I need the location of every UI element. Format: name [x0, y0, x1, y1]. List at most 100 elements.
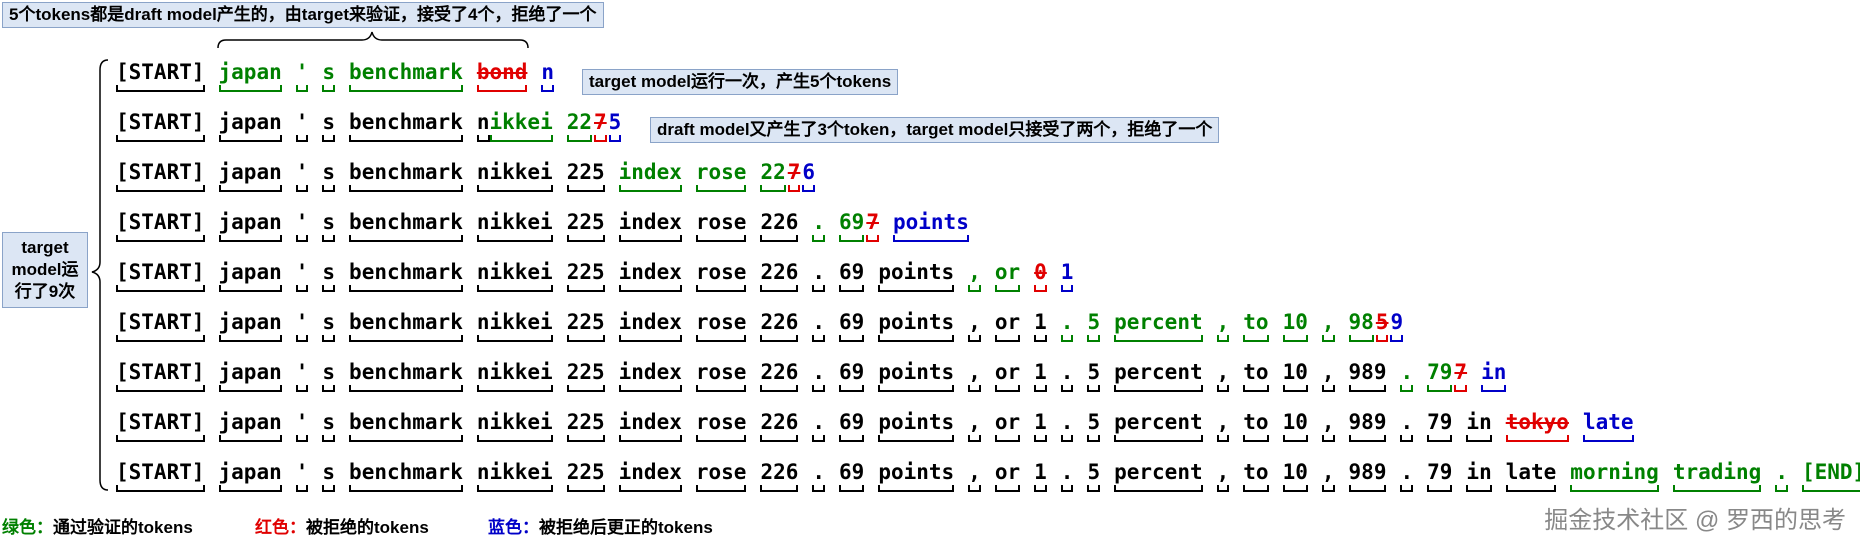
token: points — [878, 260, 954, 292]
token: 79 — [1427, 410, 1453, 442]
token: points — [892, 210, 969, 242]
token: index — [618, 210, 683, 242]
legend-red-label: 红色： — [255, 518, 306, 537]
token: bond — [476, 60, 527, 92]
token: 225 — [566, 310, 605, 342]
token: percent — [1114, 460, 1203, 492]
legend-blue-label: 蓝色： — [488, 518, 539, 537]
token: . — [1060, 310, 1073, 342]
token: 225 — [566, 460, 605, 492]
token: 1 — [1034, 310, 1047, 342]
token: ' — [295, 310, 308, 342]
token: japan — [218, 310, 282, 342]
token: 69 — [839, 460, 865, 492]
token: to — [1243, 460, 1269, 492]
token: 5 — [1087, 310, 1100, 342]
token: japan — [218, 410, 282, 442]
token: 69 — [839, 310, 865, 342]
token: n — [541, 60, 554, 92]
token: japan — [218, 60, 282, 92]
token: or — [994, 260, 1021, 292]
token: . — [812, 260, 825, 292]
token: [START] — [116, 460, 205, 492]
token: rose — [695, 260, 746, 292]
token: in — [1466, 410, 1493, 442]
token: rose — [695, 210, 746, 242]
token: 225 — [566, 160, 605, 192]
token: rose — [695, 160, 746, 192]
token: 5 — [608, 110, 621, 142]
token: or — [994, 310, 1021, 342]
token: nikkei — [476, 210, 553, 242]
token: . — [812, 360, 825, 392]
token: nikkei — [476, 310, 553, 342]
token: ' — [295, 60, 308, 92]
token: late — [1582, 410, 1634, 442]
token: 1 — [1034, 360, 1047, 392]
token: s — [322, 110, 335, 142]
row2-note: draft model又产生了3个token，target model只接受了两… — [650, 117, 1220, 143]
token: benchmark — [349, 460, 463, 492]
token: 69 — [839, 210, 865, 242]
token: 5 — [1087, 410, 1100, 442]
token: , — [1216, 460, 1229, 492]
token: 5 — [1375, 310, 1388, 342]
token: index — [618, 160, 683, 192]
token: benchmark — [349, 410, 463, 442]
token: to — [1243, 360, 1269, 392]
legend-green-label: 绿色： — [2, 518, 53, 537]
token: s — [322, 260, 335, 292]
token: [START] — [116, 160, 205, 192]
token: [START] — [116, 310, 205, 342]
token: , — [1321, 410, 1335, 442]
token: to — [1243, 310, 1269, 342]
token: , — [1216, 310, 1229, 342]
token: benchmark — [349, 210, 463, 242]
token: . — [1400, 360, 1413, 392]
token: benchmark — [349, 310, 463, 342]
side-note: target model运行了9次 — [2, 232, 88, 308]
token: benchmark — [349, 260, 463, 292]
token: index — [618, 460, 683, 492]
token: japan — [218, 260, 282, 292]
token: 98 — [1348, 310, 1375, 342]
token: 69 — [839, 260, 865, 292]
token: [START] — [116, 410, 205, 442]
token: benchmark — [349, 160, 463, 192]
token: ikkei — [489, 110, 553, 142]
token: [END] — [1801, 460, 1860, 492]
token: rose — [695, 360, 746, 392]
token: 79 — [1427, 360, 1453, 392]
token: ' — [295, 110, 308, 142]
token: benchmark — [349, 360, 463, 392]
token: to — [1243, 410, 1269, 442]
token: 226 — [760, 210, 798, 242]
token: . — [1060, 360, 1073, 392]
token: . — [1060, 410, 1073, 442]
token: s — [322, 310, 335, 342]
token: 6 — [802, 160, 815, 192]
token: 989 — [1348, 410, 1386, 442]
token: nikkei — [476, 160, 553, 192]
token: , — [968, 460, 981, 492]
token: 226 — [760, 310, 798, 342]
token: , — [1321, 360, 1335, 392]
token: 22 — [566, 110, 593, 142]
token: 226 — [760, 460, 798, 492]
token: . — [812, 210, 825, 242]
token: trading — [1672, 460, 1761, 492]
token: index — [618, 410, 683, 442]
token: 1 — [1034, 410, 1047, 442]
token: points — [878, 310, 954, 342]
top-note: 5个tokens都是draft model产生的，由target来验证，接受了4… — [2, 2, 604, 28]
legend-green: 绿色：通过验证的tokens — [2, 513, 193, 538]
token: ' — [295, 360, 308, 392]
token: percent — [1114, 410, 1203, 442]
token: 989 — [1348, 360, 1386, 392]
token: points — [878, 410, 954, 442]
token: , — [968, 410, 981, 442]
